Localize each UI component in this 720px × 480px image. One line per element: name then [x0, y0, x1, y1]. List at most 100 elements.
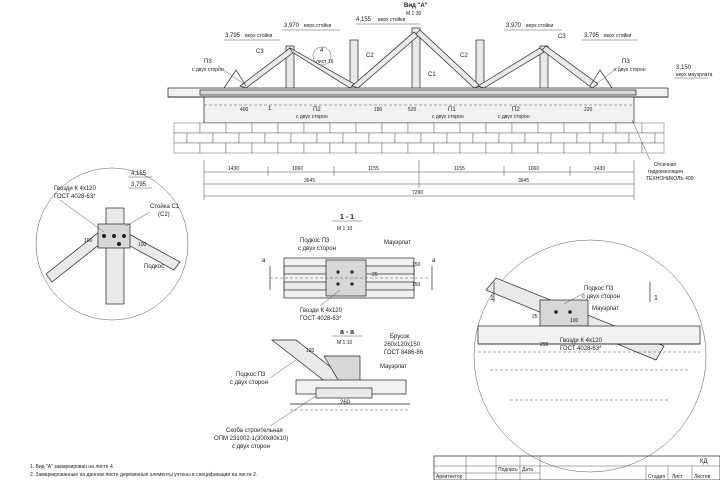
brick — [537, 142, 565, 154]
detail-dim-b: 100 — [84, 238, 93, 244]
title-stage: Стадия — [648, 474, 665, 480]
brick — [277, 142, 305, 154]
detail-brace: Подкос — [144, 264, 164, 270]
p3-right-label: П3 — [622, 59, 630, 65]
level-peak-note: верх стойки — [378, 16, 405, 23]
brick — [498, 132, 526, 144]
brick — [238, 132, 266, 144]
detail-post-alt: (С2) — [158, 212, 170, 218]
brick — [186, 132, 214, 144]
section-11-brace-note: с двух сторон — [298, 246, 336, 252]
section-aa-block-gost: ГОСТ 8486-86 — [384, 350, 424, 356]
post-labels: С3 С2 С1 С2 С3 — [256, 34, 566, 78]
p2-left-note: с двух сторон — [296, 114, 328, 120]
detail-right-mark-right: 1 — [654, 295, 658, 302]
p2-right-note: с двух сторон — [498, 114, 530, 120]
view-a-scale: М 1:30 — [406, 11, 422, 17]
brick — [355, 142, 383, 154]
brick — [550, 132, 578, 144]
brick — [433, 142, 461, 154]
title-block: КД Подпись Дата Архитектор Стадия Лист Л… — [433, 455, 720, 480]
dim-total: 7290 — [412, 190, 423, 196]
note-1: 1. Вид "А" замаркирован на листе 4. — [30, 464, 114, 470]
brick — [381, 122, 409, 134]
brick — [589, 122, 617, 134]
insulation-note-3: ТЕХНОНИКОЛЬ 400 — [646, 176, 694, 182]
detail-right-dim-a: 100 — [570, 318, 579, 324]
section-11-dim-a: 150 — [412, 262, 421, 268]
brick — [199, 142, 227, 154]
brick — [485, 122, 513, 134]
small-dim-4: 220 — [584, 107, 593, 113]
section-11-scale: М 1:10 — [337, 226, 353, 232]
section-aa-block-size: 260х120х150 — [384, 342, 421, 348]
dimension-chain: 1430 1060 1155 1155 1060 1430 3645 3645 … — [203, 160, 635, 200]
small-dim-2: 180 — [374, 107, 383, 113]
section-a-a: а - а М 1:10 Брусок 260х120х150 ГОСТ 848… — [214, 329, 424, 450]
brick — [511, 122, 539, 134]
notes: 1. Вид "А" замаркирован на листе 4. 2. З… — [30, 464, 257, 478]
section-11-nails: Гвозди К 4х120 — [300, 308, 343, 314]
brick — [511, 142, 539, 154]
brick — [355, 122, 383, 134]
brick — [381, 142, 409, 154]
brick — [446, 132, 474, 144]
title-code: КД — [700, 459, 708, 465]
dim-3645-right: 3645 — [518, 178, 529, 184]
section-aa-clamp-spec: ОПМ 231002-1(300х80х10) — [214, 436, 288, 442]
brick — [251, 142, 279, 154]
section-11-dim-c: 25 — [372, 272, 378, 278]
level-left-low-note: верх стойки — [245, 32, 272, 39]
brick — [394, 132, 422, 144]
brick — [251, 122, 279, 134]
level-left-high-note: верх стойки — [304, 22, 331, 29]
post-label-c2-left: С2 — [366, 53, 374, 59]
section-aa-clamp: Скоба строительная — [226, 428, 283, 434]
p3-right-note: с двух сторон — [614, 67, 646, 73]
sheet-ref-sheet: лист 16 — [316, 59, 334, 65]
insulation-note-2: гидроизоляция — [648, 169, 683, 175]
title-sheets: Листов — [694, 474, 711, 480]
detail-right-plate: Мауэрлат — [592, 306, 619, 312]
brick — [342, 132, 370, 144]
brick-wall — [173, 122, 665, 154]
p2-left-label: П2 — [313, 107, 321, 113]
detail-right-mark-left: 1 — [490, 295, 494, 302]
dim-1060-left: 1060 — [292, 166, 303, 172]
brick — [485, 142, 513, 154]
brick — [173, 142, 201, 154]
brick — [459, 122, 487, 134]
level-plate-note: верх мауэрлата — [676, 72, 713, 78]
sheet-ref-number: 4 — [320, 48, 324, 54]
brick — [212, 132, 240, 144]
p2-right-label: П2 — [512, 107, 520, 113]
detail-right-dim-b: 25 — [532, 314, 538, 320]
brick — [524, 132, 552, 144]
detail-nails-gost: ГОСТ 4028-63* — [54, 194, 96, 200]
level-markers: 4,155 верх стойки 3,970 верх стойки 3,97… — [224, 16, 713, 79]
brick — [654, 132, 665, 144]
note-2: 2. Замаркированные на данном листе дерев… — [30, 472, 257, 478]
p1-note: с двух сторон — [432, 114, 464, 120]
detail-right: 1 1 Подкос П3 с двух сторон Мауэрлат Гво… — [473, 239, 707, 473]
level-peak: 4,155 — [356, 17, 372, 23]
title-sheet: Лист — [672, 474, 684, 480]
section-11-plate: Мауэрлат — [384, 240, 411, 246]
view-a: Вид "А" М 1:30 4,155 верх стойки 3,970 в… — [167, 3, 713, 200]
brick — [589, 142, 617, 154]
brick — [173, 132, 188, 144]
brick — [329, 122, 357, 134]
section-aa-title: а - а — [340, 329, 354, 336]
p1-label: П1 — [448, 107, 456, 113]
brick — [329, 142, 357, 154]
dim-1060-right: 1060 — [528, 166, 539, 172]
p3-left-label: П3 — [204, 59, 212, 65]
detail-dim-a: 100 — [138, 242, 147, 248]
small-dim-3: 520 — [408, 107, 417, 113]
detail-right-dim-c: 290 — [540, 342, 549, 348]
detail-right-brace: Подкос П3 — [584, 286, 614, 292]
post-label-c3-left: С3 — [256, 49, 264, 55]
brick — [615, 142, 643, 154]
brick — [641, 122, 665, 134]
posts — [285, 27, 549, 93]
